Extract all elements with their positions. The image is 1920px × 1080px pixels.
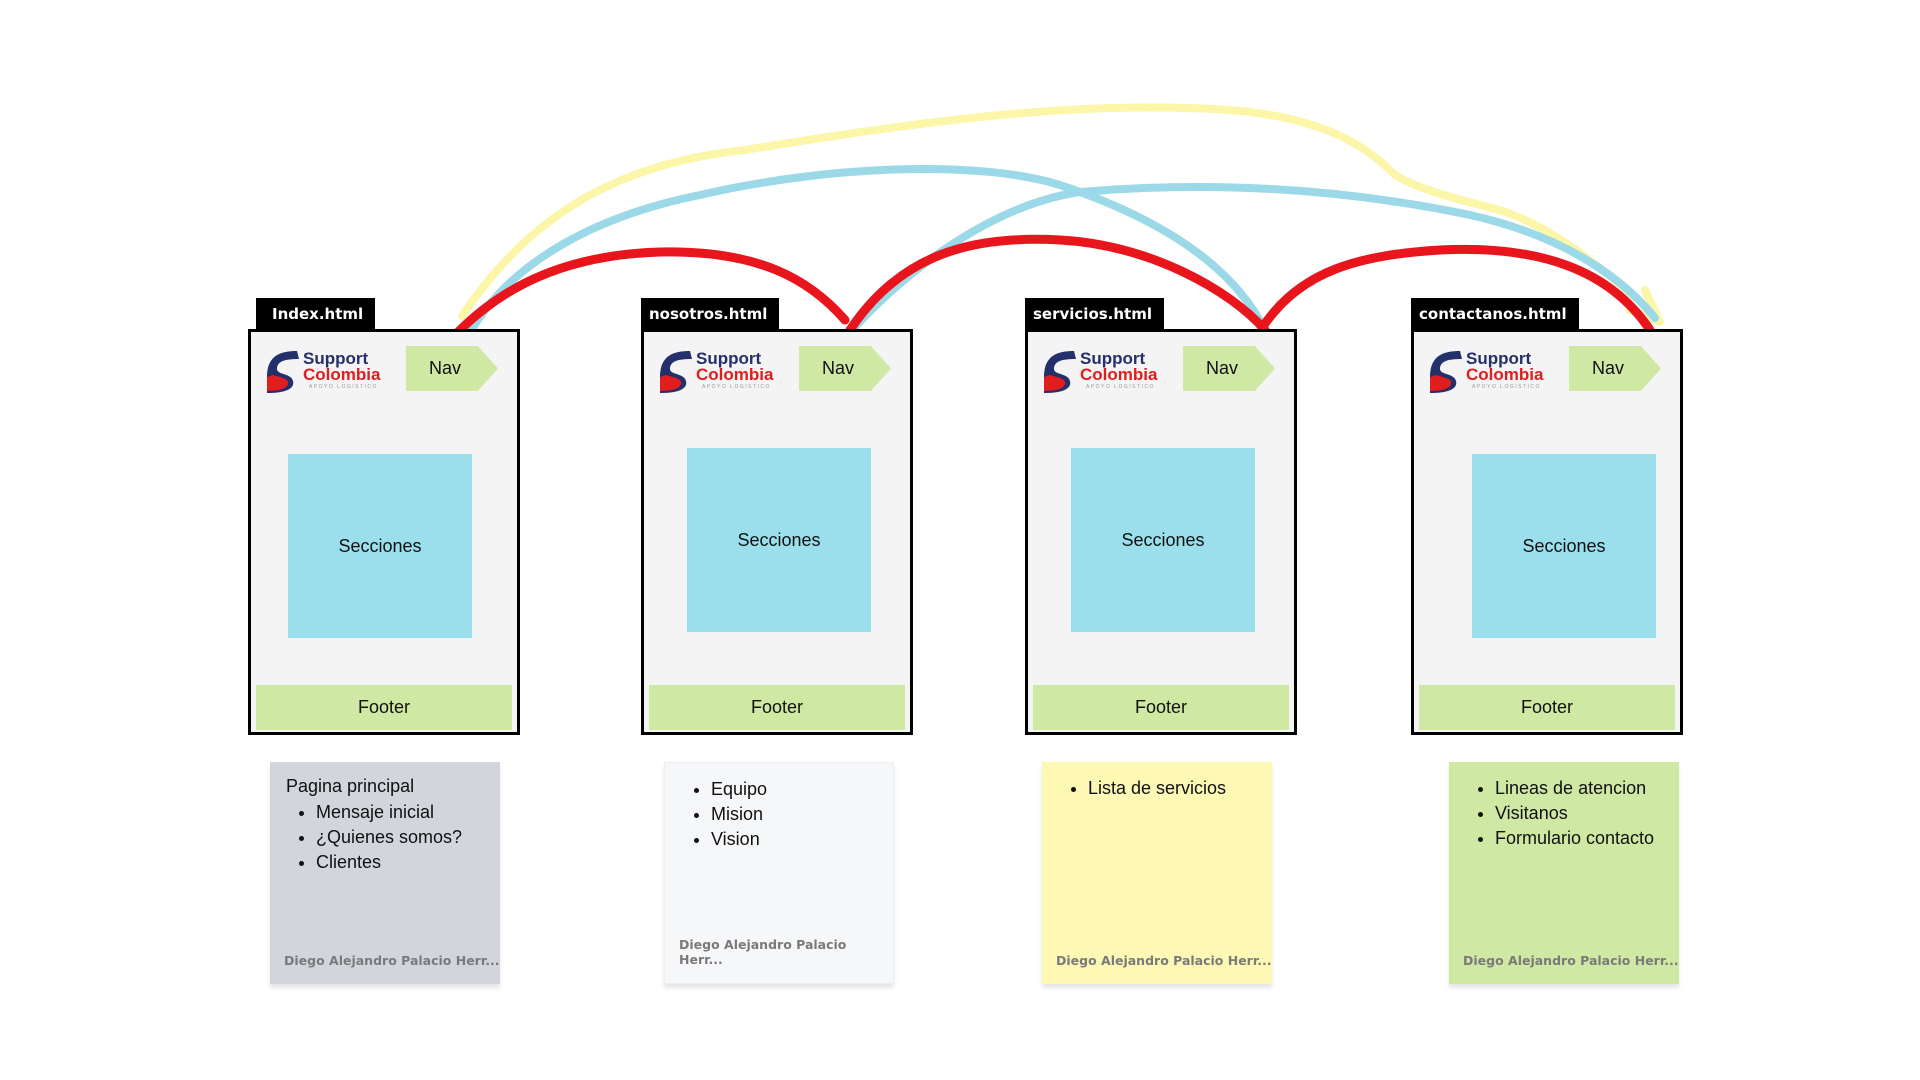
support-colombia-logo: Support Colombia APOYO LOGISTICO: [1044, 349, 1158, 393]
svg-text:Colombia: Colombia: [696, 365, 774, 384]
support-colombia-logo: Support Colombia APOYO LOGISTICO: [660, 349, 774, 393]
sticky-note-servicios[interactable]: Lista de servicios Diego Alejandro Palac…: [1042, 762, 1272, 984]
footer-block: Footer: [1033, 685, 1289, 730]
svg-text:Support: Support: [696, 349, 761, 368]
note-list: Equipo Mision Vision: [681, 777, 879, 852]
note-lead: Pagina principal: [286, 776, 415, 796]
page-frame: Support Colombia APOYO LOGISTICO Nav Sec…: [1025, 329, 1297, 735]
yellow-connector-index-contactanos: [458, 103, 1659, 320]
sticky-note-nosotros[interactable]: Equipo Mision Vision Diego Alejandro Pal…: [664, 762, 894, 984]
sections-block: Secciones: [1472, 454, 1656, 638]
note-author: Diego Alejandro Palacio Herr...: [1463, 953, 1679, 968]
svg-text:Support: Support: [1080, 349, 1145, 368]
page-frame: Support Colombia APOYO LOGISTICO Nav Sec…: [641, 329, 913, 735]
page-frame: Support Colombia APOYO LOGISTICO Nav Sec…: [248, 329, 520, 735]
note-list: Lineas de atencion Visitanos Formulario …: [1465, 776, 1665, 851]
list-item: ¿Quienes somos?: [316, 825, 486, 850]
nav-block: Nav: [1183, 346, 1275, 391]
svg-text:APOYO LOGISTICO: APOYO LOGISTICO: [1472, 384, 1541, 390]
sections-block: Secciones: [1071, 448, 1255, 632]
page-tab-label: servicios.html: [1025, 298, 1165, 330]
footer-block: Footer: [256, 685, 512, 730]
svg-text:Colombia: Colombia: [1466, 365, 1544, 384]
sections-block: Secciones: [288, 454, 472, 638]
red-connector-servicios-contactanos: [1257, 244, 1655, 335]
note-list: Mensaje inicial ¿Quienes somos? Clientes: [286, 800, 486, 875]
page-index: Index.html Support Colombia APOYO LOGIST…: [248, 298, 520, 735]
page-contactanos: contactanos.html Support Colombia APOYO …: [1411, 298, 1683, 735]
page-tab-label: contactanos.html: [1411, 298, 1579, 330]
list-item: Lista de servicios: [1088, 776, 1258, 801]
svg-text:Colombia: Colombia: [1080, 365, 1158, 384]
svg-text:APOYO LOGISTICO: APOYO LOGISTICO: [702, 384, 771, 390]
support-colombia-logo: Support Colombia APOYO LOGISTICO: [267, 349, 381, 393]
list-item: Formulario contacto: [1495, 826, 1665, 851]
list-item: Visitanos: [1495, 801, 1665, 826]
sticky-note-index[interactable]: Pagina principal Mensaje inicial ¿Quiene…: [270, 762, 500, 984]
svg-text:Support: Support: [1466, 349, 1531, 368]
page-nosotros: nosotros.html Support Colombia APOYO LOG…: [641, 298, 913, 735]
support-colombia-logo: Support Colombia APOYO LOGISTICO: [1430, 349, 1544, 393]
page-frame: Support Colombia APOYO LOGISTICO Nav Sec…: [1411, 329, 1683, 735]
sections-block: Secciones: [687, 448, 871, 632]
blue-connector-nosotros-contactanos: [844, 182, 1659, 339]
nav-block: Nav: [406, 346, 498, 391]
svg-text:Colombia: Colombia: [303, 365, 381, 384]
note-list: Lista de servicios: [1058, 776, 1258, 801]
nav-block: Nav: [799, 346, 891, 391]
page-tab-label: nosotros.html: [641, 298, 780, 330]
note-author: Diego Alejandro Palacio Herr...: [679, 937, 847, 967]
note-author: Diego Alejandro Palacio Herr...: [1056, 953, 1272, 968]
list-item: Vision: [711, 827, 879, 852]
footer-block: Footer: [649, 685, 905, 730]
list-item: Lineas de atencion: [1495, 776, 1665, 801]
list-item: Equipo: [711, 777, 879, 802]
list-item: Clientes: [316, 850, 486, 875]
note-author: Diego Alejandro Palacio Herr...: [284, 953, 500, 968]
nav-block: Nav: [1569, 346, 1661, 391]
red-connector-index-nosotros: [453, 247, 850, 337]
footer-block: Footer: [1419, 685, 1675, 730]
sticky-note-contactanos[interactable]: Lineas de atencion Visitanos Formulario …: [1449, 762, 1679, 984]
page-servicios: servicios.html Support Colombia APOYO LO…: [1025, 298, 1297, 735]
red-connector-nosotros-servicios: [845, 234, 1270, 335]
svg-text:Support: Support: [303, 349, 368, 368]
list-item: Mensaje inicial: [316, 800, 486, 825]
svg-text:APOYO LOGISTICO: APOYO LOGISTICO: [1086, 384, 1155, 390]
list-item: Mision: [711, 802, 879, 827]
svg-text:APOYO LOGISTICO: APOYO LOGISTICO: [309, 384, 378, 390]
blue-connector-index-servicios: [464, 165, 1269, 340]
page-tab-label: Index.html: [256, 298, 376, 330]
